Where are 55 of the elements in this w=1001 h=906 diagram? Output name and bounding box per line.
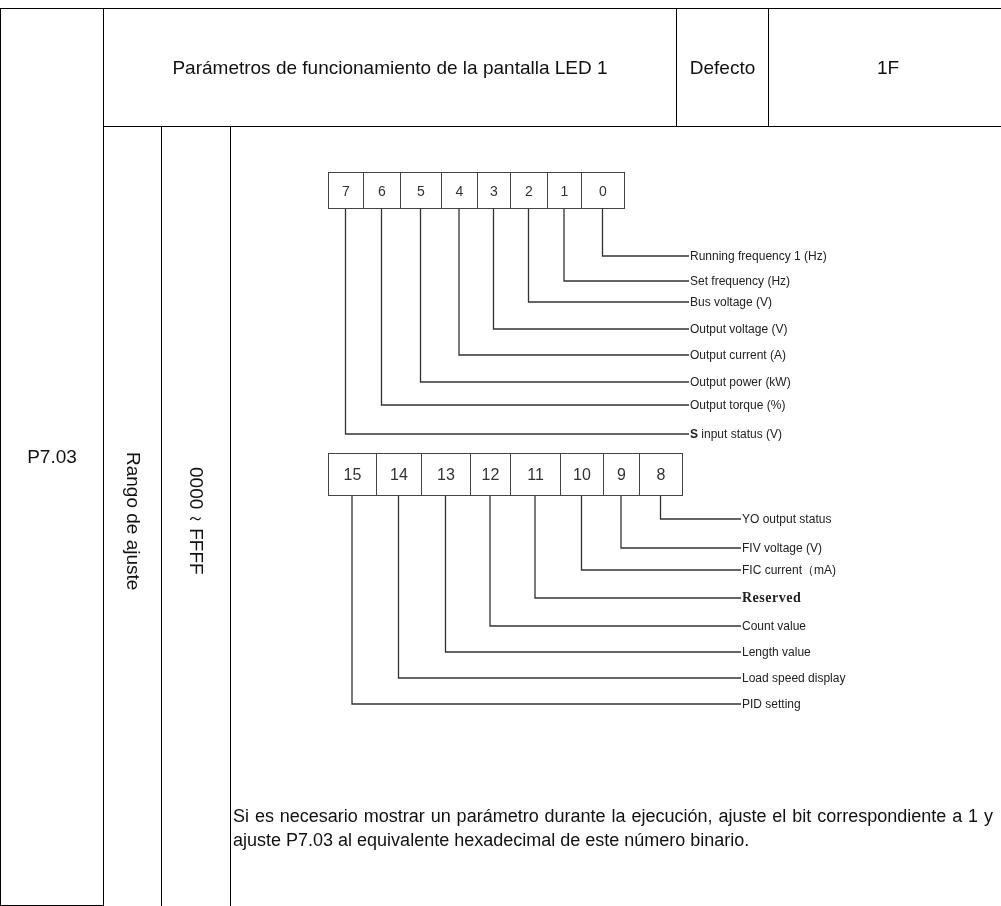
note-text: Si es necesario mostrar un parámetro durante la ejecución, ajuste el bit correspondiente a 1 y ajuste P7.03 al equivalente hexadecimal de este número binario. (233, 805, 993, 852)
leader-line (351, 495, 742, 705)
bit-description: Load speed display (742, 670, 846, 686)
bit-box: 15 (328, 453, 377, 496)
leader-line (659, 495, 742, 520)
bit-description: Length value (742, 644, 811, 660)
bit-box: 7 (328, 172, 364, 209)
bit-description: YO output status (742, 511, 832, 527)
bit-description: Bus voltage (V) (690, 294, 773, 310)
bit-description: Output voltage (V) (690, 321, 788, 337)
leader-line (534, 495, 742, 599)
leader-line (580, 495, 742, 571)
leader-line (620, 495, 742, 549)
bit-box: 4 (441, 172, 478, 209)
leader-line (489, 495, 742, 627)
bit-box: 11 (510, 453, 561, 496)
bit-description: Output torque (%) (690, 397, 786, 413)
bit-box: 8 (639, 453, 683, 496)
parameter-name: Parámetros de funcionamiento de la pantalla LED 1 (172, 56, 608, 79)
leader-line (419, 208, 690, 383)
default-heading: Defecto (689, 56, 756, 79)
bit-box: 0 (581, 172, 625, 209)
bit-box: 5 (400, 172, 442, 209)
bit-box: 2 (510, 172, 548, 209)
bit-description: Reserved (742, 590, 802, 606)
bit-box: 9 (603, 453, 640, 496)
parameter-code: P7.03 (27, 446, 77, 468)
bit-description: PID setting (742, 696, 801, 712)
leader-line (344, 208, 690, 435)
bit-box: 6 (363, 172, 401, 209)
setting-range: 0000～FFFF (185, 467, 208, 575)
leader-line (563, 208, 690, 282)
leader-line (380, 208, 690, 406)
leader-line (492, 208, 690, 330)
leader-line (601, 208, 690, 257)
range-heading: Rango de ajuste (121, 451, 144, 591)
bit-description: FIV voltage (V) (742, 540, 823, 556)
bit-description: Running frequency 1 (Hz) (690, 248, 827, 264)
default-value: 1F (876, 56, 900, 79)
bit-box: 3 (477, 172, 511, 209)
bit-description: Count value (742, 618, 807, 634)
bit-description: Output power (kW) (690, 374, 791, 390)
bit-description: Output current (A) (690, 347, 787, 363)
bit-description: Set frequency (Hz) (690, 273, 791, 289)
bit-box: 10 (560, 453, 604, 496)
leader-line (458, 208, 690, 356)
bit-description: FIC current（mA) (742, 562, 836, 578)
bit-box: 13 (421, 453, 471, 496)
bit-description: S input status (V) (690, 426, 783, 442)
bit-box: 12 (470, 453, 511, 496)
leader-line (397, 495, 742, 679)
bit-box: 1 (547, 172, 582, 209)
leader-line (444, 495, 742, 653)
bit-box: 14 (376, 453, 422, 496)
leader-line (527, 208, 690, 303)
